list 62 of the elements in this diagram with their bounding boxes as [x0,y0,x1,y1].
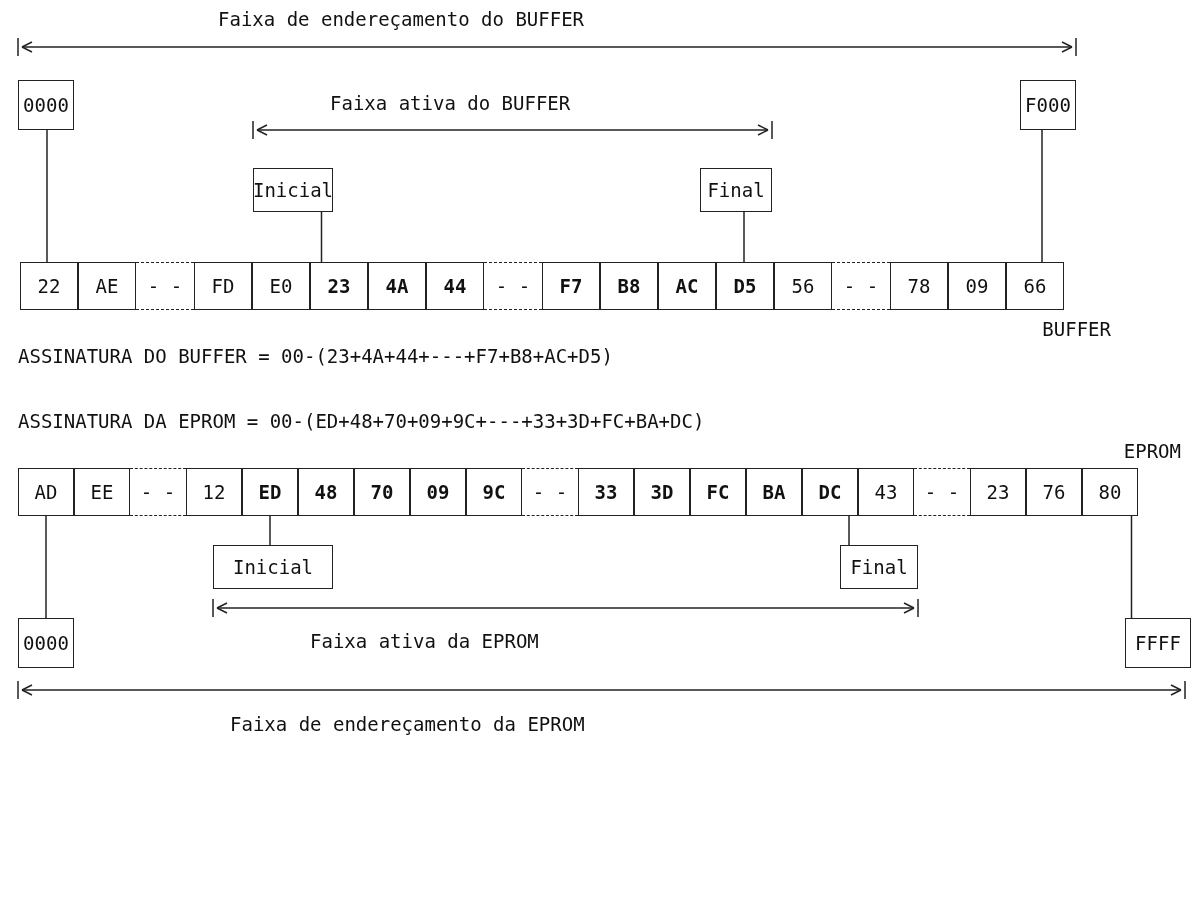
range-caption: Faixa de endereçamento da EPROM [230,713,585,735]
memory-name: BUFFER [1042,318,1111,340]
omitted-cells-gap: - - [522,468,578,516]
memory-cell: AD [18,468,74,516]
memory-name: EPROM [1123,440,1181,462]
omitted-cells-gap: - - [914,468,970,516]
address-box: 0000 [18,618,74,668]
leader-line [743,211,745,263]
memory-cell: EE [74,468,130,516]
leader-line [1041,129,1043,263]
memory-cell: 23 [970,468,1026,516]
memory-cell: 09 [948,262,1006,310]
address-box: Final [840,545,918,589]
memory-cell: 56 [774,262,832,310]
leader-line [269,515,271,546]
memory-cell: 09 [410,468,466,516]
omitted-cells-gap: - - [484,262,542,310]
checksum-formula: ASSINATURA DO BUFFER = 00-(23+4A+44+---+F7+B8+AC+D5) [18,345,613,367]
leader-line [45,515,47,619]
omitted-cells-gap: - - [130,468,186,516]
memory-cell: BA [746,468,802,516]
memory-cell: 78 [890,262,948,310]
range-caption: Faixa ativa da EPROM [310,630,539,652]
memory-cell: FC [690,468,746,516]
omitted-cells-gap: - - [832,262,890,310]
range-caption: Faixa ativa do BUFFER [330,92,571,114]
range-caption: Faixa de endereçamento do BUFFER [218,8,585,30]
address-box: F000 [1020,80,1076,130]
memory-cell: D5 [716,262,774,310]
memory-cell: FD [194,262,252,310]
memory-cell: 66 [1006,262,1064,310]
memory-cell: ED [242,468,298,516]
leader-line [848,515,850,546]
checksum-formula: ASSINATURA DA EPROM = 00-(ED+48+70+09+9C+---+33+3D+FC+BA+DC) [18,410,705,432]
leader-line [320,211,323,263]
memory-cell: 23 [310,262,368,310]
memory-cell: 76 [1026,468,1082,516]
memory-cell: DC [802,468,858,516]
memory-cell: 80 [1082,468,1138,516]
memory-cell: F7 [542,262,600,310]
memory-cell: 44 [426,262,484,310]
address-box: Inicial [213,545,333,589]
memory-cell: AC [658,262,716,310]
leader-line [1130,515,1133,619]
memory-cell: 48 [298,468,354,516]
memory-cell: 22 [20,262,78,310]
memory-cell: 33 [578,468,634,516]
memory-cell: AE [78,262,136,310]
memory-cell: 12 [186,468,242,516]
address-box: Final [700,168,772,212]
leader-line [46,129,48,263]
address-box: Inicial [253,168,333,212]
memory-cell: 9C [466,468,522,516]
memory-cell: 3D [634,468,690,516]
address-box: 0000 [18,80,74,130]
memory-cell: B8 [600,262,658,310]
address-box: FFFF [1125,618,1191,668]
memory-cell: 4A [368,262,426,310]
memory-cell: 70 [354,468,410,516]
memory-cell: 43 [858,468,914,516]
omitted-cells-gap: - - [136,262,194,310]
memory-cell: E0 [252,262,310,310]
